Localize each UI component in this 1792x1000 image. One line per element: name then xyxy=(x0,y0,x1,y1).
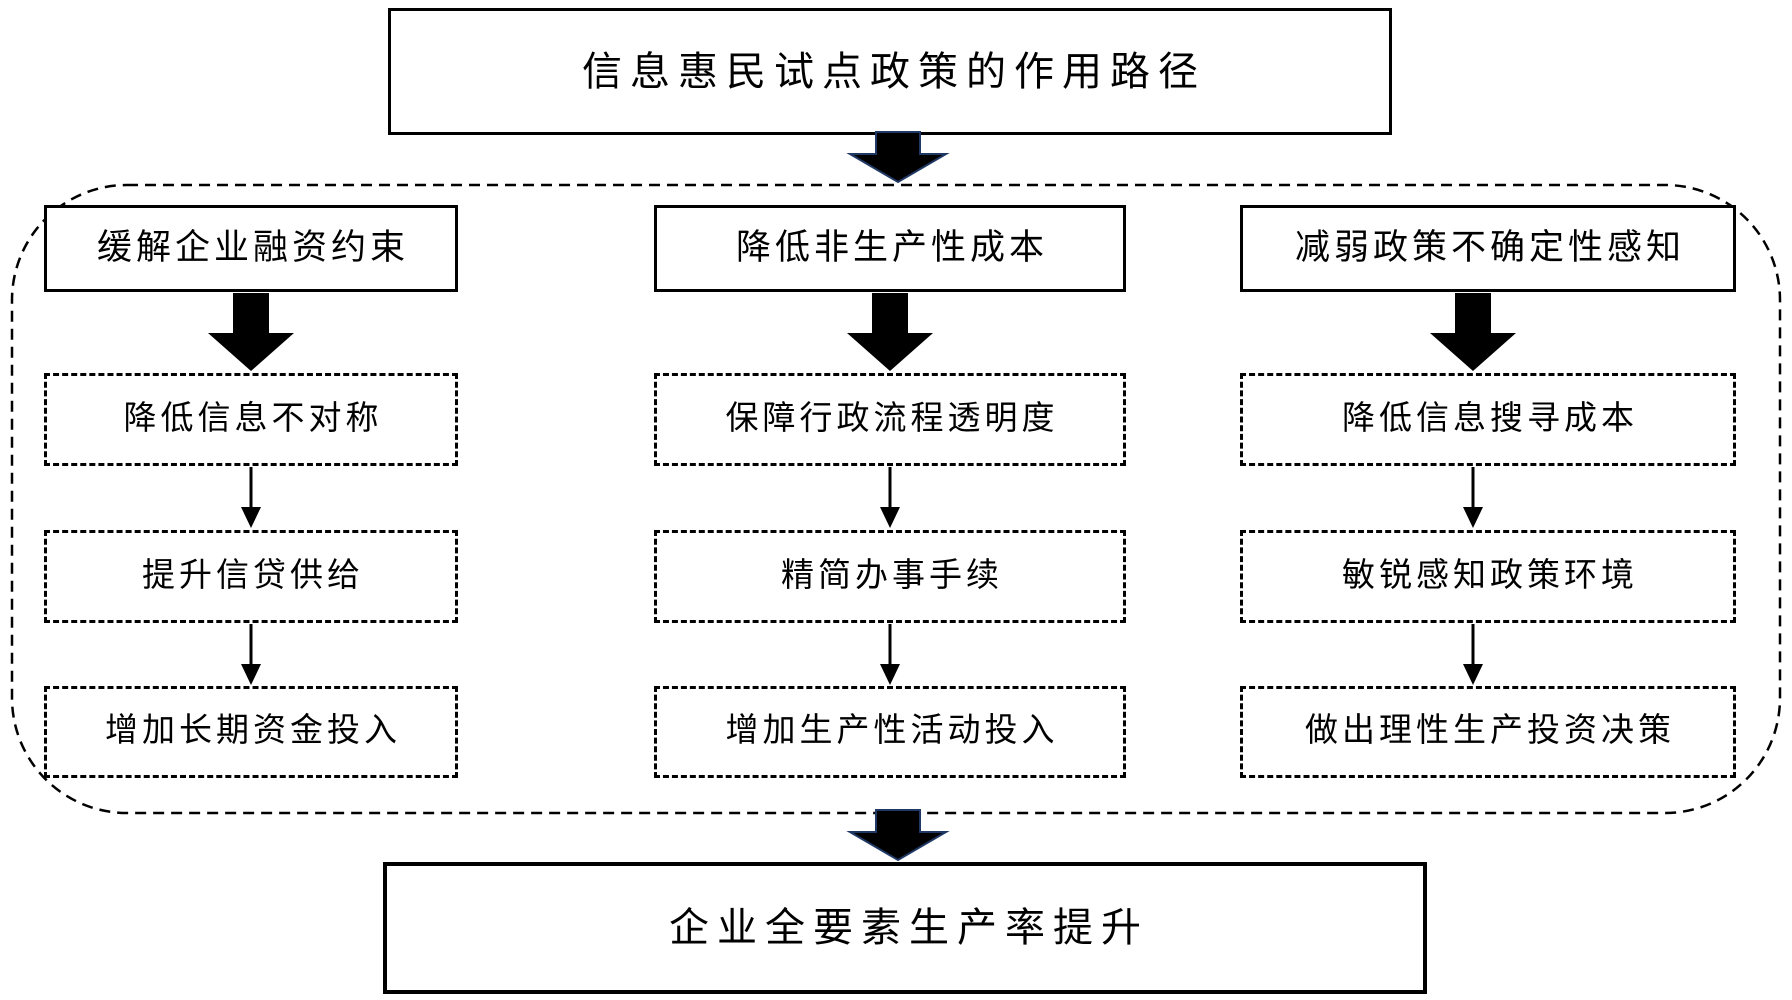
col3-step2-text: 敏锐感知政策环境 xyxy=(1342,557,1638,594)
col2-header-box: 降低非生产性成本 xyxy=(654,205,1126,292)
col2-step3-box: 增加生产性活动投入 xyxy=(654,686,1126,778)
col1-header-box: 缓解企业融资约束 xyxy=(44,205,458,292)
title-box: 信息惠民试点政策的作用路径 xyxy=(388,8,1392,135)
col1-step2-text: 提升信贷供给 xyxy=(142,557,364,594)
big-down-arrow-bottom xyxy=(840,809,956,862)
col3-thick-arrow xyxy=(1428,293,1518,371)
col2-step1-box: 保障行政流程透明度 xyxy=(654,373,1126,466)
col1-thin-arrow-1 xyxy=(238,467,264,528)
col2-thin-arrow-2 xyxy=(877,624,903,685)
col3-header-text: 减弱政策不确定性感知 xyxy=(1294,228,1685,268)
col2-step1-text: 保障行政流程透明度 xyxy=(725,400,1059,437)
col3-step1-text: 降低信息搜寻成本 xyxy=(1342,400,1638,437)
col2-step2-box: 精简办事手续 xyxy=(654,530,1126,623)
col1-step3-box: 增加长期资金投入 xyxy=(44,686,458,778)
col3-step3-box: 做出理性生产投资决策 xyxy=(1240,686,1736,778)
col3-header-box: 减弱政策不确定性感知 xyxy=(1240,205,1736,292)
col3-step3-text: 做出理性生产投资决策 xyxy=(1305,713,1675,750)
col1-step2-box: 提升信贷供给 xyxy=(44,530,458,623)
big-down-arrow-top xyxy=(840,131,956,184)
col3-thin-arrow-1 xyxy=(1460,467,1486,528)
title-text: 信息惠民试点政策的作用路径 xyxy=(582,48,1206,94)
col1-step1-text: 降低信息不对称 xyxy=(123,400,383,437)
col3-step1-box: 降低信息搜寻成本 xyxy=(1240,373,1736,466)
col3-step2-box: 敏锐感知政策环境 xyxy=(1240,530,1736,623)
outcome-text: 企业全要素生产率提升 xyxy=(669,905,1149,950)
col1-thin-arrow-2 xyxy=(238,624,264,685)
col1-step3-text: 增加长期资金投入 xyxy=(105,713,401,750)
col3-thin-arrow-2 xyxy=(1460,624,1486,685)
col1-thick-arrow xyxy=(206,293,296,371)
col2-thin-arrow-1 xyxy=(877,467,903,528)
col2-thick-arrow xyxy=(845,293,935,371)
col1-step1-box: 降低信息不对称 xyxy=(44,373,458,466)
col2-step3-text: 增加生产性活动投入 xyxy=(725,713,1059,750)
col2-header-text: 降低非生产性成本 xyxy=(735,228,1048,268)
outcome-box: 企业全要素生产率提升 xyxy=(383,862,1427,994)
col2-step2-text: 精简办事手续 xyxy=(781,557,1003,594)
col1-header-text: 缓解企业融资约束 xyxy=(96,228,409,268)
